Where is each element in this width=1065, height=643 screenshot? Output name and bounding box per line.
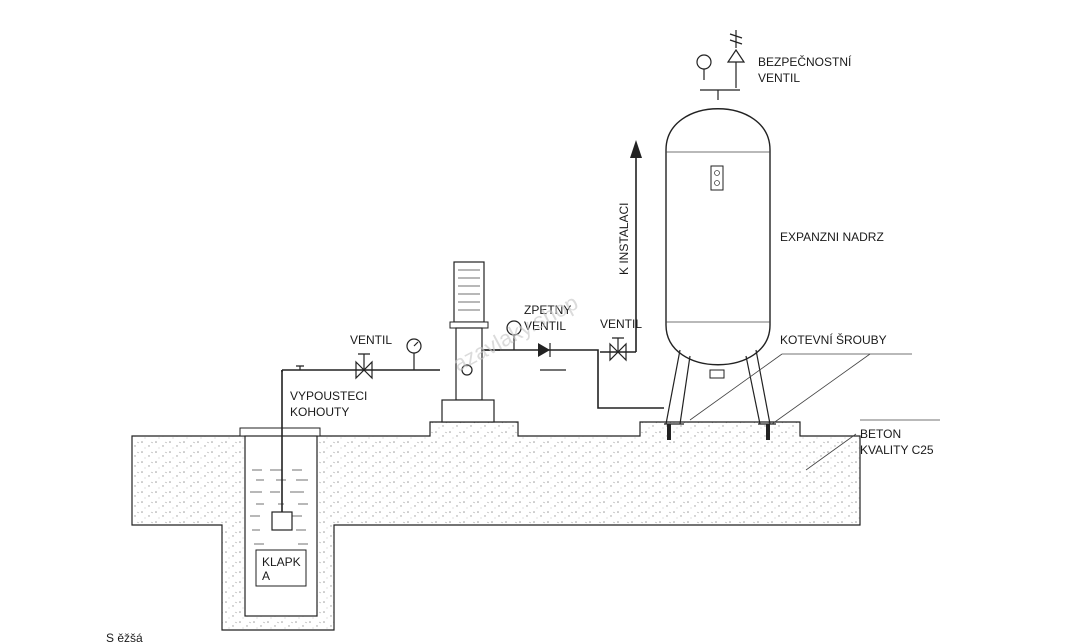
label-concrete-2: KVALITY C25 — [860, 443, 934, 457]
sump-well — [244, 370, 318, 617]
label-valve-left: VENTIL — [350, 333, 392, 347]
check-valve — [538, 343, 566, 371]
leader-lines — [689, 353, 940, 471]
pressure-gauge-left-icon — [406, 338, 422, 370]
vertical-pump — [441, 261, 500, 423]
label-drain-taps-2: KOHOUTY — [290, 405, 349, 419]
label-concrete-1: BETON — [860, 427, 901, 441]
pressure-gauge-right-icon — [506, 320, 522, 350]
expansion-tank — [664, 89, 776, 425]
label-bottom-fragment: S ěžšá — [106, 631, 143, 643]
label-expansion-tank: EXPANZNI NADRZ — [780, 230, 884, 244]
pipework — [281, 140, 664, 409]
label-safety-valve-2: VENTIL — [758, 71, 800, 85]
label-valve-right: VENTIL — [600, 317, 642, 331]
label-flap-2: A — [262, 569, 270, 583]
anchor-bolts — [667, 424, 770, 440]
label-to-installation: K INSTALACI — [617, 203, 631, 275]
label-check-valve-2: VENTIL — [524, 319, 566, 333]
concrete-foundation — [131, 421, 861, 631]
label-flap-1: KLAPK — [262, 555, 301, 569]
safety-valve-icon — [696, 30, 746, 88]
label-check-valve-1: ZPETNY — [524, 303, 571, 317]
valve-right — [609, 337, 627, 362]
label-drain-taps-1: VYPOUSTECI — [290, 389, 367, 403]
label-anchor-bolts: KOTEVNÍ ŠROUBY — [780, 332, 887, 347]
valve-left — [355, 353, 373, 380]
label-safety-valve-1: BEZPEČNOSTNÍ — [758, 54, 852, 69]
